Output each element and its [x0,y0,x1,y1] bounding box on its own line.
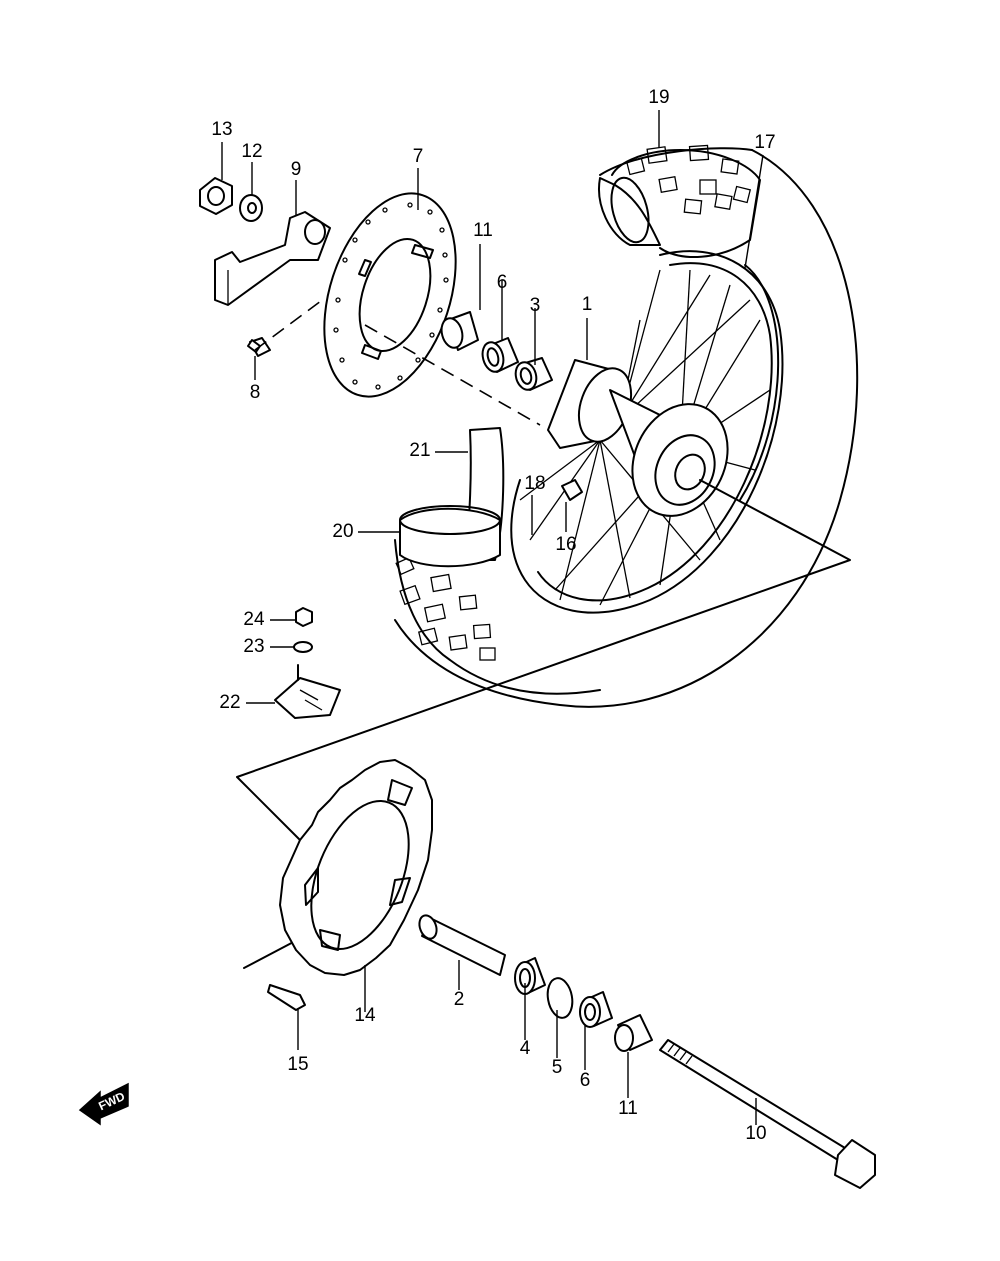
callout-16: 16 [555,534,576,555]
callout-4: 4 [520,1038,531,1059]
callout-labels: 1 2 3 4 5 6 6 7 8 9 10 11 11 12 13 14 15… [211,87,775,1144]
circlip [546,977,574,1019]
spoke-nipple [561,479,583,501]
wheel-spacer [418,914,506,976]
callout-10: 10 [745,1123,766,1144]
oil-seal [514,357,553,391]
brake-caliper-bracket [214,211,331,306]
washer [239,194,263,222]
callout-6-bottom: 6 [580,1070,591,1091]
callout-17: 17 [754,132,775,153]
callout-24: 24 [243,609,265,630]
leader-lines [221,110,764,1125]
callout-13: 13 [211,119,232,140]
callout-8: 8 [250,382,261,403]
bearing-top [481,337,519,373]
rim-lock [274,664,341,719]
axle-nut [199,177,233,215]
fwd-direction-badge: FWD [78,1082,129,1126]
callout-20: 20 [332,521,353,542]
callout-6-top: 6 [497,272,508,293]
callout-15: 15 [287,1054,308,1075]
rear-axle [659,1039,876,1189]
spacer-top [440,311,479,351]
callout-5: 5 [552,1057,563,1078]
valve-nut [295,607,313,627]
callout-11-top: 11 [473,220,493,241]
tire [394,144,859,708]
valve-washer [293,641,313,653]
callout-11-bottom: 11 [618,1098,638,1119]
callout-1: 1 [582,294,593,315]
rim [510,250,784,614]
callout-19: 19 [648,87,669,108]
sprocket-bolt [267,984,306,1011]
callout-18: 18 [524,473,545,494]
callout-14: 14 [354,1005,376,1026]
callout-7: 7 [413,146,424,167]
wheel-hub [547,359,729,517]
bearing-lower [514,957,546,995]
callout-9: 9 [291,159,302,180]
inner-tube [399,427,505,568]
rear-sprocket [279,759,433,976]
callout-21: 21 [409,440,430,461]
callout-12: 12 [241,141,262,162]
callout-3: 3 [530,295,541,316]
callout-2: 2 [454,989,465,1010]
brake-disc [323,192,457,398]
spacer-lower [614,1014,653,1052]
callout-22: 22 [219,692,240,713]
callout-23: 23 [243,636,264,657]
bearing-lower-2 [579,991,613,1028]
